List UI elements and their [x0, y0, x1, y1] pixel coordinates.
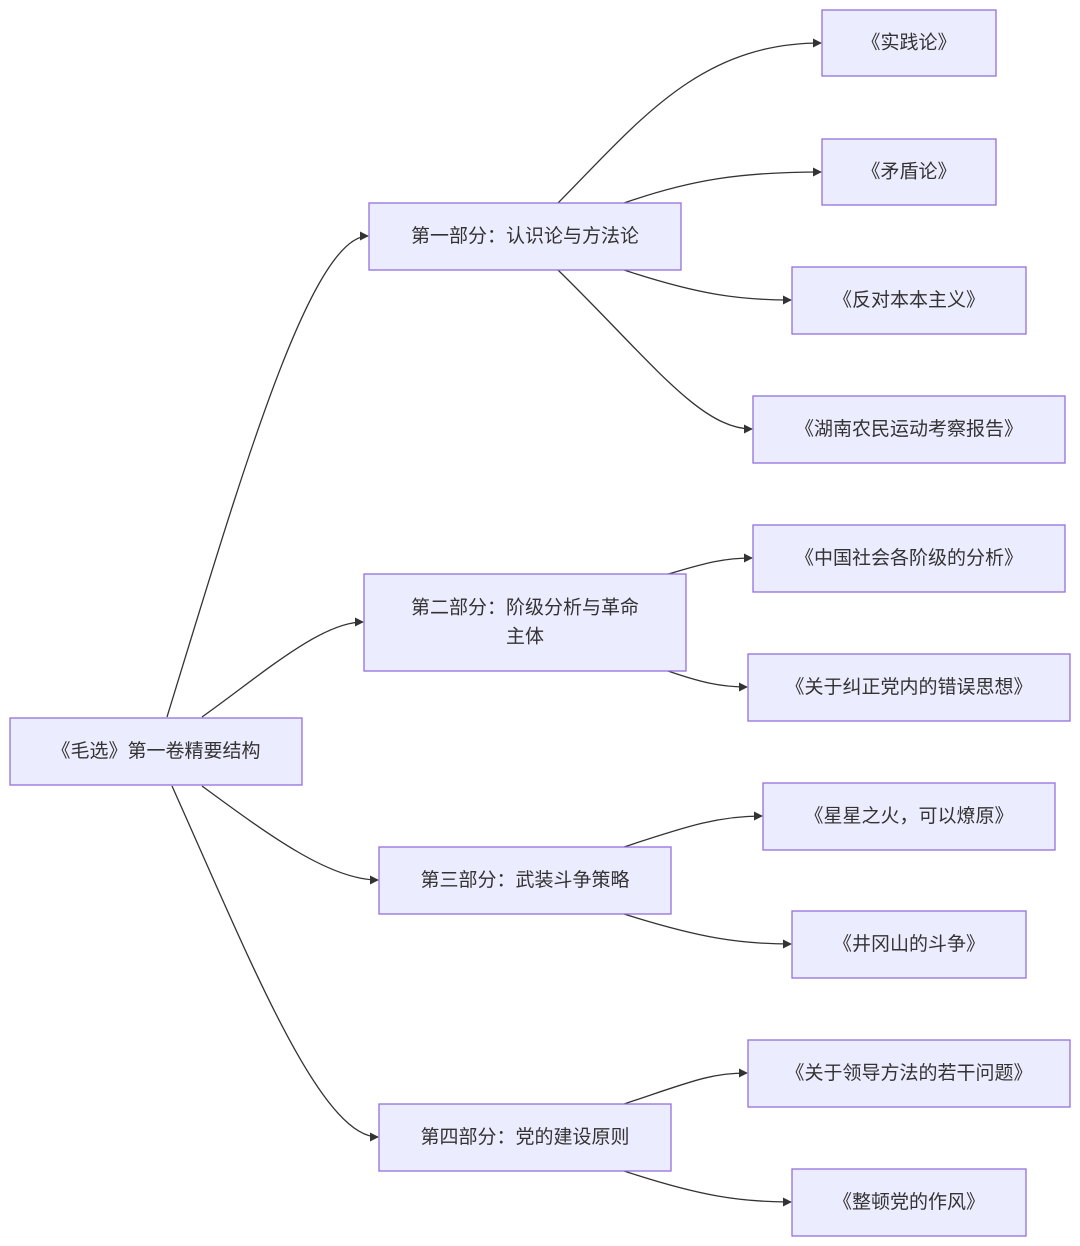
edge-s1-c2	[623, 167, 822, 204]
edge-s1-c3	[623, 269, 792, 305]
node-leaf-s1c3-label: 《反对本本主义》	[833, 289, 985, 311]
edge-s2-c1	[667, 553, 753, 575]
node-section-2-label-line1: 第二部分：阶级分析与革命	[411, 597, 639, 619]
edge-s1-c4	[557, 269, 753, 434]
node-leaf-s2c2: 《关于纠正党内的错误思想》	[747, 653, 1071, 722]
node-leaf-s2c1: 《中国社会各阶级的分析》	[752, 524, 1066, 593]
node-leaf-s1c3: 《反对本本主义》	[791, 266, 1027, 335]
node-leaf-s1c1-label: 《实践论》	[861, 32, 956, 54]
edge-s3-c2	[623, 913, 792, 949]
node-section-4-label: 第四部分：党的建设原则	[420, 1126, 629, 1148]
node-leaf-s4c2-label: 《整顿党的作风》	[833, 1191, 985, 1213]
node-section-2-label-line2: 主体	[506, 626, 544, 648]
edge-s1-c1	[557, 38, 822, 204]
node-root: 《毛选》第一卷精要结构	[9, 717, 303, 786]
node-root-label: 《毛选》第一卷精要结构	[51, 740, 260, 762]
node-section-4: 第四部分：党的建设原则	[378, 1103, 672, 1172]
node-section-1: 第一部分：认识论与方法论	[368, 202, 682, 271]
edge-s2-c2	[667, 670, 748, 692]
edge-s4-c2	[623, 1170, 792, 1207]
edge-root-s2	[201, 617, 364, 718]
node-leaf-s4c2: 《整顿党的作风》	[791, 1168, 1027, 1237]
node-leaf-s2c1-label: 《中国社会各阶级的分析》	[795, 547, 1023, 569]
edges-root	[166, 231, 379, 1142]
node-leaf-s1c4: 《湖南农民运动考察报告》	[752, 395, 1066, 464]
node-leaf-s1c2-label: 《矛盾论》	[861, 161, 956, 183]
edge-root-s4	[171, 785, 379, 1142]
edge-s3-c1	[623, 811, 763, 848]
node-leaf-s1c2: 《矛盾论》	[821, 138, 997, 206]
node-section-2: 第二部分：阶级分析与革命 主体	[363, 573, 687, 672]
node-leaf-s1c1: 《实践论》	[821, 9, 997, 77]
edges-sections	[557, 38, 822, 1207]
edge-root-s1	[166, 231, 369, 718]
node-leaf-s3c1-label: 《星星之火，可以燎原》	[804, 805, 1013, 827]
node-leaf-s4c1: 《关于领导方法的若干问题》	[747, 1039, 1071, 1108]
node-leaf-s4c1-label: 《关于领导方法的若干问题》	[785, 1062, 1032, 1084]
node-leaf-s3c1: 《星星之火，可以燎原》	[762, 782, 1056, 851]
node-leaf-s2c2-label: 《关于纠正党内的错误思想》	[785, 676, 1032, 698]
node-leaf-s3c2-label: 《井冈山的斗争》	[833, 933, 985, 955]
node-leaf-s1c4-label: 《湖南农民运动考察报告》	[795, 418, 1023, 440]
node-leaf-s3c2: 《井冈山的斗争》	[791, 910, 1027, 979]
edge-s4-c1	[623, 1068, 748, 1105]
node-section-3-label: 第三部分：武装斗争策略	[420, 869, 629, 891]
edge-root-s3	[201, 785, 379, 885]
node-section-3: 第三部分：武装斗争策略	[378, 846, 672, 915]
node-section-1-label: 第一部分：认识论与方法论	[411, 225, 639, 247]
